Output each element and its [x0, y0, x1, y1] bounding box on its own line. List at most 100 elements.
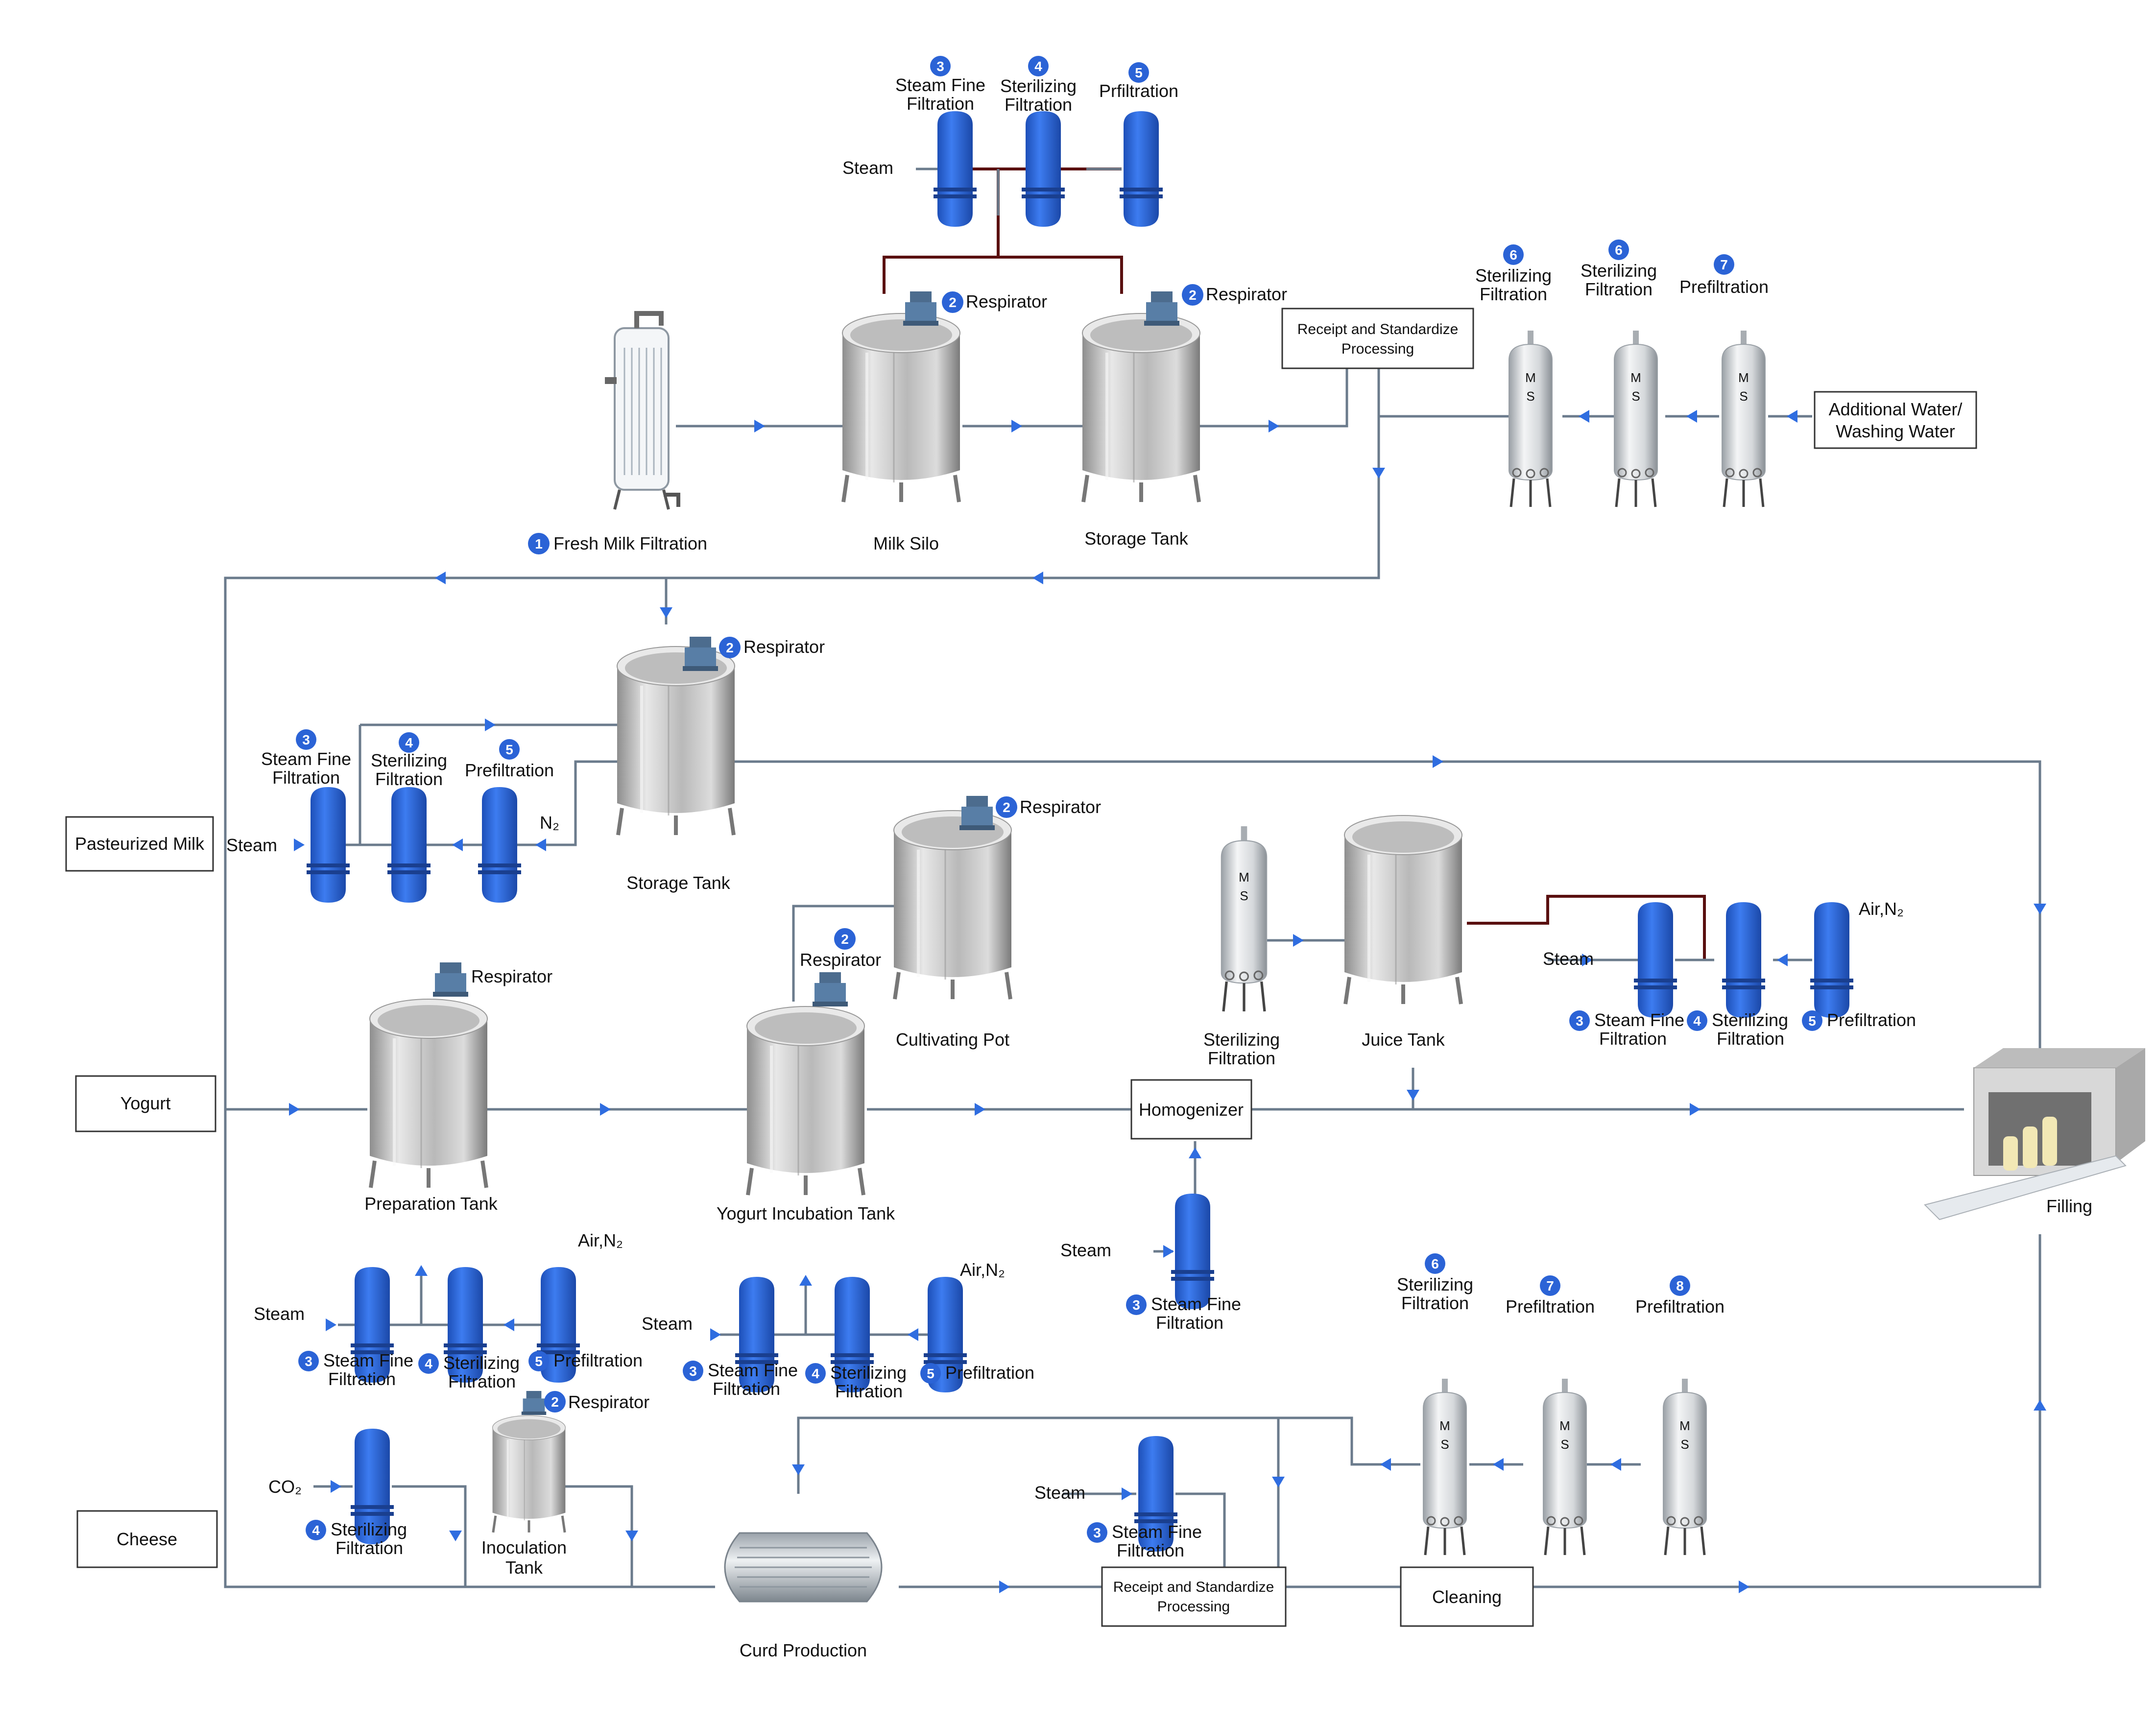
- step-badge: [1087, 1522, 1107, 1543]
- section-label-pasteurized: Pasteurized Milk: [75, 834, 205, 854]
- inoculation-tank: [493, 1415, 566, 1532]
- svg-text:Processing: Processing: [1157, 1599, 1230, 1615]
- filter-label-line: Filtration: [1117, 1540, 1184, 1560]
- flow-arrows: [289, 410, 2046, 1593]
- flow-arrow-34: [625, 1531, 638, 1541]
- flow-arrow-27: [326, 1318, 336, 1331]
- juice-tank: [1344, 815, 1462, 1004]
- step-badge: [1802, 1010, 1822, 1031]
- air-n2-input-juice: Air,N₂: [1859, 899, 1904, 919]
- filter-label-line: Filtration: [713, 1379, 780, 1399]
- filter-label-line: Prefiltration: [1635, 1296, 1725, 1317]
- milk-silo-label: Milk Silo: [873, 533, 939, 553]
- filter-label-line: Steam Fine: [1594, 1010, 1684, 1030]
- filter-label-line: Prefiltration: [945, 1363, 1034, 1383]
- section-cheese: Cheese: [76, 1510, 218, 1568]
- svg-text:2: 2: [949, 295, 957, 310]
- svg-text:Receipt and Standardize: Receipt and Standardize: [1297, 321, 1459, 337]
- filter-label-line: Prefiltration: [1506, 1296, 1595, 1317]
- filter-cheese-sterilizing: [1423, 1379, 1466, 1555]
- ms-mark-5-0: M: [1559, 1418, 1570, 1433]
- step-number: 4: [1693, 1013, 1701, 1029]
- respirator-inoculation: 2 Respirator: [521, 1391, 649, 1415]
- filter-label-line: Sterilizing: [1475, 265, 1552, 286]
- flow-arrow-24: [1189, 1148, 1201, 1158]
- step-number: 6: [1615, 242, 1623, 258]
- step-number: 5: [535, 1354, 543, 1369]
- filling-machine: [1924, 1048, 2145, 1221]
- step-badge: [1670, 1275, 1690, 1296]
- steam-input-cheese: Steam: [1034, 1483, 1085, 1503]
- flow-arrow-14: [1433, 755, 1443, 768]
- filter-label-line: Filtration: [272, 767, 340, 788]
- filter-label-line: Filtration: [1585, 279, 1653, 299]
- storage-tank-mid-label: Storage Tank: [626, 873, 730, 893]
- flow-arrow-2: [1269, 420, 1279, 432]
- step-number: 5: [1808, 1013, 1816, 1029]
- filter-label-line: Prfiltration: [1099, 81, 1178, 101]
- ms-mark-3-1: S: [1240, 888, 1248, 903]
- storage-tank-top-label: Storage Tank: [1084, 528, 1188, 549]
- yogurt-incubation-tank-label: Yogurt Incubation Tank: [717, 1203, 895, 1223]
- ms-mark-6-0: M: [1679, 1418, 1690, 1433]
- juice-tank-label: Juice Tank: [1362, 1030, 1445, 1050]
- fresh-milk-filtration-label: Fresh Milk Filtration: [553, 533, 707, 553]
- step-number: 4: [405, 735, 413, 750]
- svg-text:2: 2: [726, 640, 734, 655]
- filter-label-line: Filtration: [448, 1371, 516, 1391]
- filter-label-line: Prefiltration: [465, 760, 554, 780]
- flow-arrow-7: [1032, 572, 1043, 584]
- filter-label-line: Prefiltration: [1679, 277, 1769, 297]
- flow-arrow-0: [754, 420, 765, 432]
- step-badge: [683, 1361, 703, 1381]
- respirator-incubation: 2 Respirator: [800, 928, 881, 1006]
- flow-arrow-23: [1777, 954, 1788, 966]
- filter-label-line: Sterilizing: [331, 1519, 407, 1539]
- steam-input-prep: Steam: [254, 1304, 305, 1324]
- steam-input-homog: Steam: [1060, 1240, 1111, 1260]
- flow-arrow-30: [710, 1328, 721, 1341]
- preparation-tank-label: Preparation Tank: [364, 1194, 498, 1214]
- flow-arrow-15: [2034, 904, 2046, 914]
- receipt-box-bottom: Receipt and Standardize Processing: [1101, 1566, 1287, 1627]
- flow-arrow-39: [792, 1464, 805, 1475]
- step-number: 3: [1576, 1013, 1583, 1029]
- flow-arrow-40: [1380, 1458, 1391, 1471]
- svg-text:2: 2: [1003, 800, 1010, 815]
- svg-text:Respirator: Respirator: [743, 637, 825, 657]
- flow-arrow-10: [485, 718, 496, 731]
- step-badge: [298, 1351, 319, 1371]
- step-number: 4: [425, 1356, 432, 1371]
- filter-label-line: Sterilizing: [1203, 1030, 1280, 1050]
- step-number: 7: [1720, 257, 1728, 272]
- air-n2-input-inc: Air,N₂: [960, 1260, 1005, 1280]
- filter-label-line: Filtration: [335, 1538, 403, 1558]
- filter-juice-sterilizing: [1722, 902, 1765, 1018]
- step-number: 8: [1676, 1278, 1684, 1293]
- co2-input: CO₂: [268, 1477, 302, 1497]
- ms-mark-2-0: M: [1738, 370, 1749, 385]
- svg-text:Respirator: Respirator: [1206, 284, 1287, 304]
- filter-label-line: Sterilizing: [830, 1363, 907, 1383]
- flow-arrow-37: [2034, 1400, 2046, 1411]
- flow-arrow-41: [1493, 1458, 1504, 1471]
- filter-water-sterilizing-1: [1509, 331, 1552, 507]
- ms-mark-5-1: S: [1560, 1437, 1569, 1452]
- step-badge: [499, 739, 520, 760]
- flow-arrow-29: [799, 1275, 812, 1286]
- filling-label: Filling: [2046, 1196, 2092, 1216]
